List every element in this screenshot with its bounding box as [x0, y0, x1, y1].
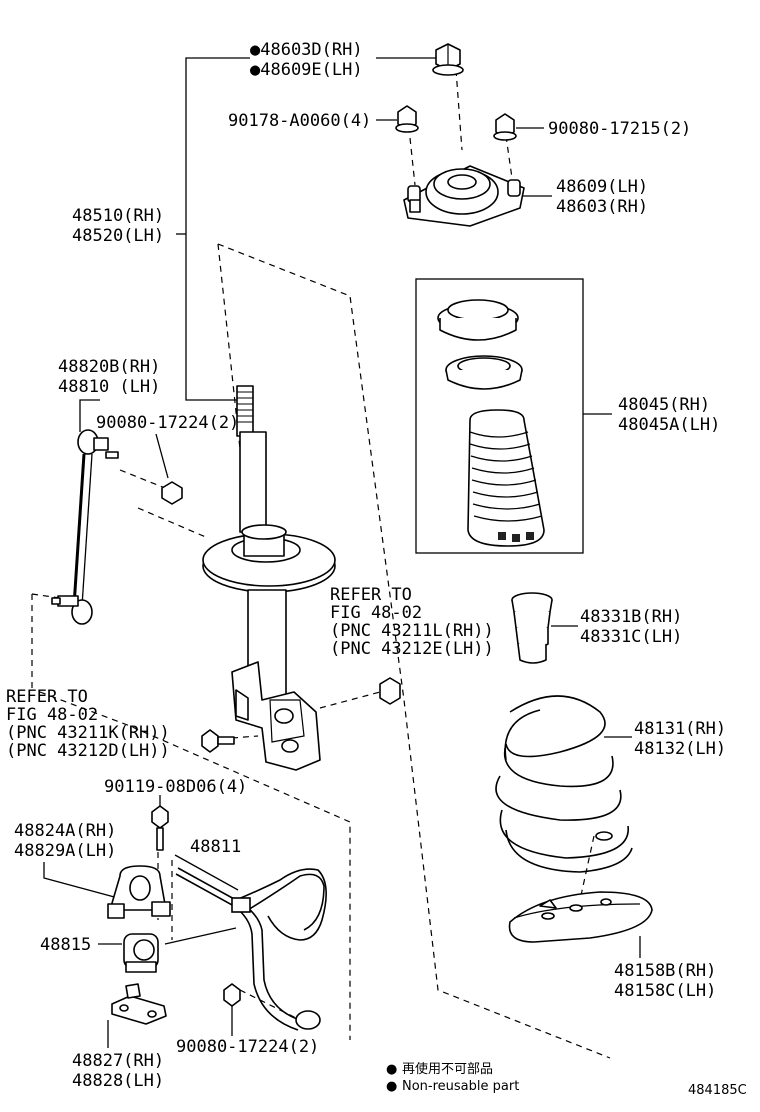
lower-insulator [508, 891, 653, 943]
refer-upper-line4: (PNC 43212E(LH)) [330, 639, 494, 659]
coil-spring [495, 695, 633, 873]
upper-support [403, 165, 525, 227]
stab-bracket-upper [107, 865, 171, 919]
bar-nut [223, 983, 241, 1007]
legend-line-en: Non-reusable part [402, 1079, 519, 1094]
label-48158C: 48158C(LH) [614, 981, 716, 1001]
stab-bracket-lower [111, 983, 167, 1025]
bullet-marker-icon: ● [386, 1062, 397, 1077]
link-nut [161, 481, 183, 505]
knuckle-nut [379, 677, 401, 705]
stab-bushing [123, 933, 159, 973]
label-48811: 48811 [190, 837, 241, 857]
refer-upper-line1: REFER TO [330, 585, 412, 605]
legend: ● 再使用不可部品 ● Non-reusable part [386, 1061, 519, 1094]
label-48131: 48131(RH) [634, 719, 726, 739]
kit-box-48045 [415, 278, 584, 554]
refer-lower-line3: (PNC 43211K(RH)) [6, 723, 170, 743]
callout-labels: ●48603D(RH) ●48609E(LH) 90178-A0060(4) 9… [6, 40, 726, 1091]
dust-boot [467, 409, 545, 547]
figure-id: 484185C [688, 1083, 747, 1098]
label-48510: 48510(RH) [72, 206, 164, 226]
label-48609E: ●48609E(LH) [250, 60, 363, 80]
mount-nut-right [493, 113, 517, 141]
label-48045: 48045(RH) [618, 395, 710, 415]
label-90178: 90178-A0060(4) [228, 111, 371, 131]
knuckle-bolt [201, 729, 235, 753]
strut-absorber [202, 385, 336, 771]
label-48520: 48520(LH) [72, 226, 164, 246]
label-48331C: 48331C(LH) [580, 627, 682, 647]
label-48603: 48603(RH) [556, 197, 648, 217]
refer-upper-line3: (PNC 43211L(RH)) [330, 621, 494, 641]
label-48132: 48132(LH) [634, 739, 726, 759]
label-48828: 48828(LH) [72, 1071, 164, 1091]
label-48603D: ●48603D(RH) [250, 40, 363, 60]
leader-lines [43, 57, 641, 1048]
stabilizer-bar [175, 867, 327, 1031]
label-90080-17224-upper: 90080-17224(2) [96, 413, 239, 433]
label-90080-17215: 90080-17215(2) [548, 119, 691, 139]
label-48609: 48609(LH) [556, 177, 648, 197]
label-48158B: 48158B(RH) [614, 961, 716, 981]
label-48810: 48810 (LH) [58, 377, 160, 397]
label-48815: 48815 [40, 935, 91, 955]
label-48827: 48827(RH) [72, 1051, 164, 1071]
spring-upper-seat [437, 299, 519, 341]
refer-lower-line2: FIG 48-02 [6, 705, 98, 725]
top-nut [432, 43, 464, 76]
bump-stopper [511, 592, 553, 664]
mount-nut-left [395, 105, 419, 133]
refer-lower-line1: REFER TO [6, 687, 88, 707]
label-48820B: 48820B(RH) [58, 357, 160, 377]
spring-bumper-seat [445, 355, 523, 390]
refer-lower-line4: (PNC 43212D(LH)) [6, 741, 170, 761]
label-48045A: 48045A(LH) [618, 415, 720, 435]
legend-line-jp: 再使用不可部品 [402, 1061, 493, 1077]
stabilizer-link [51, 429, 119, 625]
bullet-marker-icon-2: ● [386, 1079, 397, 1094]
label-90119: 90119-08D06(4) [104, 777, 247, 797]
refer-upper-line2: FIG 48-02 [330, 603, 422, 623]
bracket-bolt [151, 805, 169, 851]
label-48331B: 48331B(RH) [580, 607, 682, 627]
label-90080-17224-lower: 90080-17224(2) [176, 1037, 319, 1057]
label-48824A: 48824A(RH) [14, 821, 116, 841]
label-48829A: 48829A(LH) [14, 841, 116, 861]
